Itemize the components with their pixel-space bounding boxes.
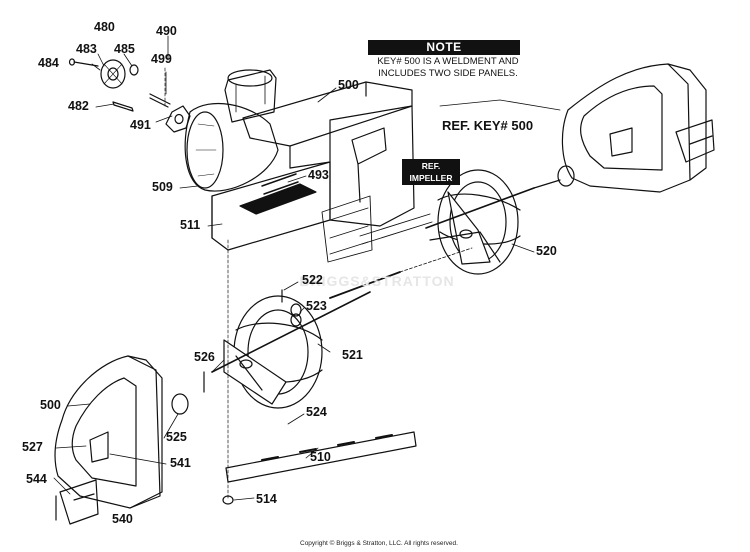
- callout-520: 520: [536, 244, 557, 258]
- pin-482: [112, 101, 134, 112]
- auger-520: [425, 169, 561, 275]
- callout-541: 541: [170, 456, 191, 470]
- callout-525: 525: [166, 430, 187, 444]
- bracket-490: [165, 105, 191, 133]
- callout-523: 523: [306, 299, 327, 313]
- callout-522: 522: [302, 273, 323, 287]
- callout-514: 514: [256, 492, 277, 506]
- side-panel-left: [54, 355, 189, 509]
- callout-544: 544: [26, 472, 47, 486]
- callout-482: 482: [68, 99, 89, 113]
- callout-500-top: 500: [338, 78, 359, 92]
- callout-500-left: 500: [40, 398, 61, 412]
- callout-499: 499: [151, 52, 172, 66]
- callout-524: 524: [306, 405, 327, 419]
- callout-510: 510: [310, 450, 331, 464]
- note-title: NOTE: [368, 40, 520, 55]
- callout-485: 485: [114, 42, 135, 56]
- callout-526: 526: [194, 350, 215, 364]
- note-text: KEY# 500 IS A WELDMENT AND INCLUDES TWO …: [377, 56, 519, 79]
- callout-483: 483: [76, 42, 97, 56]
- copyright-text: Copyright © Briggs & Stratton, LLC. All …: [300, 540, 458, 547]
- callout-540: 540: [112, 512, 133, 526]
- bearing-523: [290, 303, 302, 327]
- watermark: BRIGGS&STRATTON: [299, 273, 455, 289]
- rod-499: [149, 93, 171, 108]
- bracket-540: [55, 479, 99, 525]
- pulley-480: [100, 59, 126, 89]
- callout-490: 490: [156, 24, 177, 38]
- callout-493: 493: [308, 168, 329, 182]
- callout-491: 491: [130, 118, 151, 132]
- ref-key-label: REF. KEY# 500: [442, 118, 534, 133]
- shaft: [329, 247, 473, 299]
- washer-485: [129, 64, 139, 76]
- callout-511: 511: [180, 218, 201, 232]
- callout-509: 509: [152, 180, 173, 194]
- callout-480: 480: [94, 20, 115, 34]
- scraper-bar-510: [225, 431, 417, 483]
- side-panel-right: [557, 63, 715, 193]
- callout-484: 484: [38, 56, 59, 70]
- nut-514: [222, 495, 234, 505]
- housing-500: [184, 69, 415, 251]
- callout-521: 521: [342, 348, 363, 362]
- auger-521: [211, 291, 371, 409]
- callout-527: 527: [22, 440, 43, 454]
- ref-impeller-label: REF. IMPELLER: [402, 159, 460, 185]
- impeller-ref: [321, 195, 433, 263]
